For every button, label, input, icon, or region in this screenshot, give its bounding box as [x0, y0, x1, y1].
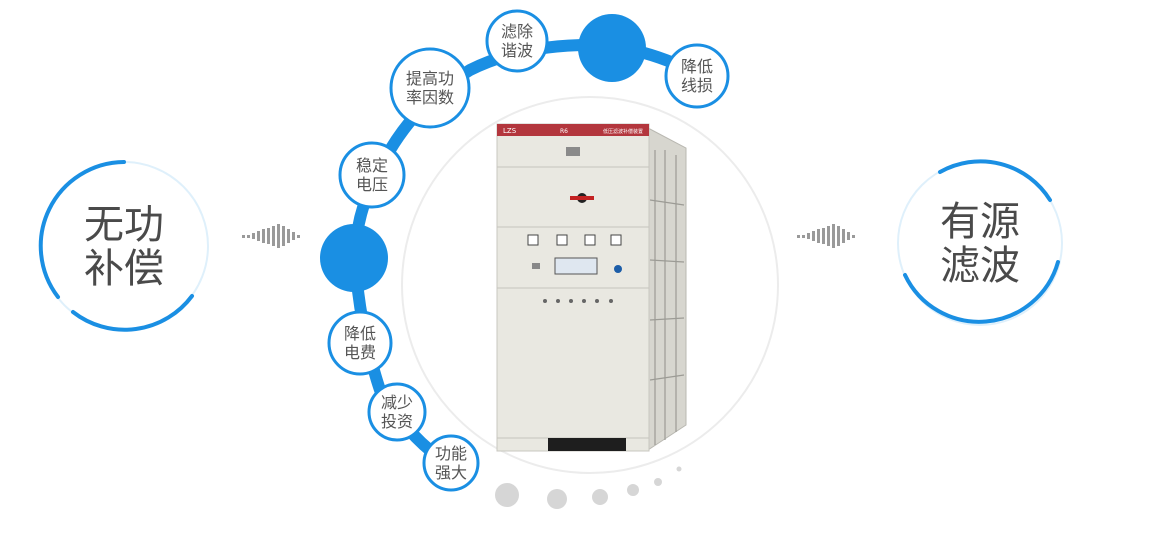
cabinet-brand: LZS	[503, 127, 517, 135]
bottom-dots	[495, 466, 682, 509]
cabinet-model: R6	[560, 128, 568, 135]
right-circle-line2: 滤波	[940, 243, 1020, 289]
feature-powerful: 功能 强大	[434, 444, 467, 482]
left-dotted-arrow-icon	[242, 224, 300, 248]
cabinet-image: LZS R6 低压滤波补偿装置	[496, 123, 687, 452]
feature-reduce-investment: 减少 投资	[380, 393, 413, 431]
left-circle-label: 无功 补偿	[74, 203, 174, 291]
right-circle	[897, 159, 1063, 326]
right-circle-line1: 有源	[940, 199, 1020, 245]
right-dotted-arrow-icon	[797, 224, 855, 248]
feature-reduce-cost: 降低 电费	[343, 324, 376, 362]
cabinet-name: 低压滤波补偿装置	[603, 128, 643, 135]
feature-reduce-line-loss: 降低 线损	[680, 57, 713, 95]
feature-filter-harmonics: 滤除 谐波	[500, 22, 533, 60]
feature-stabilize-voltage: 稳定 电压	[355, 156, 388, 194]
accent-dot-left	[320, 224, 388, 292]
left-circle	[38, 160, 209, 332]
left-circle-line1: 无功	[84, 202, 164, 248]
feature-bubbles	[327, 9, 730, 492]
accent-dot-top	[578, 14, 646, 82]
left-circle-line2: 补偿	[84, 246, 164, 292]
feature-power-factor: 提高功 率因数	[405, 69, 454, 107]
right-circle-label: 有源 滤波	[930, 200, 1030, 288]
